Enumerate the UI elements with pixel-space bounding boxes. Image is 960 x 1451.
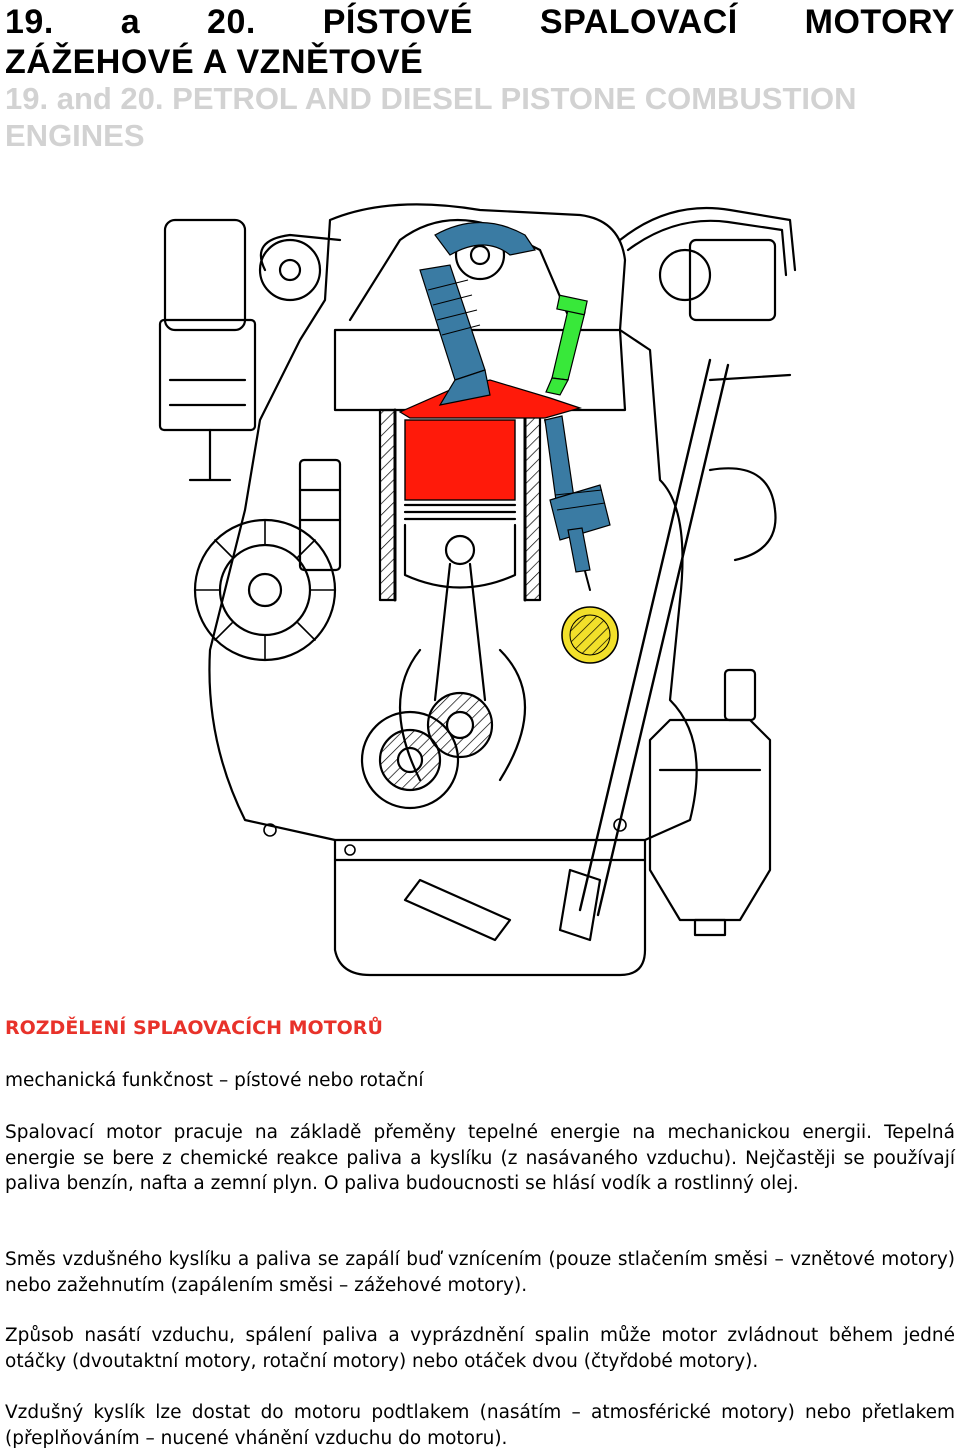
cylinder-head — [333, 328, 627, 412]
injector — [545, 294, 588, 396]
title-word: PÍSTOVÉ — [322, 3, 473, 41]
paragraph-air-intake: Vzdušný kyslík lze dostat do motoru podt… — [5, 1402, 955, 1449]
title-word: 20. — [207, 3, 256, 41]
title-line-2: ZÁŽEHOVÉ A VZNĚTOVÉ — [5, 43, 424, 81]
air-filter — [163, 218, 247, 332]
crankshaft-pulley — [360, 710, 460, 810]
fuel-pump — [688, 238, 777, 322]
piston-skirt — [403, 503, 517, 589]
oil-filter — [648, 718, 772, 922]
paragraph-mechanical-function: mechanická funkčnost – pístové nebo rota… — [5, 1070, 424, 1091]
engine-drawing — [158, 203, 797, 977]
piston-crown — [404, 419, 516, 501]
combustion-chamber — [398, 379, 583, 419]
paragraph-ignition: Směs vzdušného kyslíku a paliva se zapál… — [5, 1249, 955, 1296]
oil-sump — [333, 838, 647, 977]
connecting-rod — [433, 562, 487, 702]
title-word: 19. — [5, 3, 54, 41]
rocker-arm — [434, 221, 536, 256]
valve-train — [419, 221, 611, 573]
title-word: SPALOVACÍ — [539, 3, 738, 41]
paragraph-cycle: Způsob nasátí vzduchu, spálení paliva a … — [5, 1325, 955, 1372]
title-word: a — [120, 3, 141, 41]
engine-cutaway-illustration — [150, 180, 810, 980]
page-subtitle: 19. and 20. PETROL AND DIESEL PISTONE CO… — [5, 81, 857, 153]
page-title: 19. a 20. PÍSTOVÉ SPALOVACÍ MOTORY ZÁŽEH… — [5, 2, 955, 82]
dipstick-tube — [578, 358, 730, 917]
paragraph-combustion-principle: Spalovací motor pracuje na základě přemě… — [5, 1122, 955, 1194]
title-word: MOTORY — [804, 3, 955, 41]
title-line-1: 19. a 20. PÍSTOVÉ SPALOVACÍ MOTORY — [5, 2, 955, 42]
camshaft-gear — [561, 606, 619, 664]
engine-block-outline — [208, 203, 698, 842]
section-heading: ROZDĚLENÍ SPLAOVACÍCH MOTORŮ — [5, 1017, 383, 1039]
intake-valve-spring — [419, 264, 486, 381]
